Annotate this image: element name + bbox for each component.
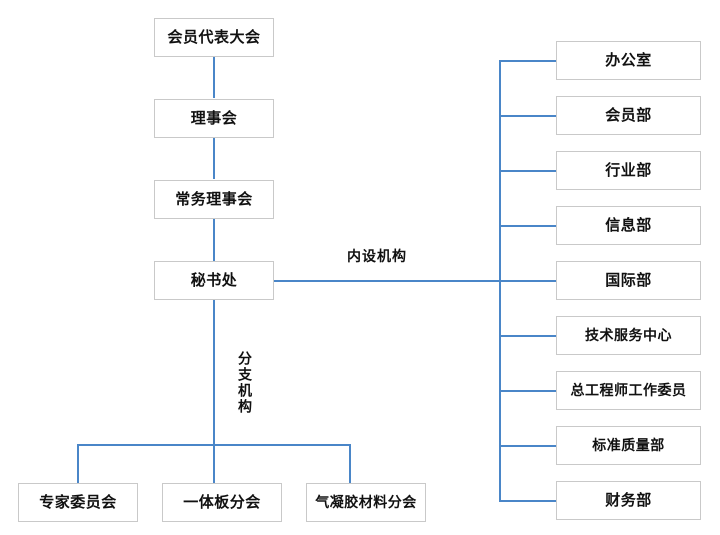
node-label: 总工程师工作委员: [570, 382, 687, 399]
connector-secretariat-to-branch-bus: [213, 300, 215, 445]
node-secretariat[interactable]: 秘书处: [154, 261, 274, 300]
node-label: 一体板分会: [183, 493, 261, 511]
node-label: 气凝胶材料分会: [315, 494, 417, 511]
connector-trunk-to-industry-dept: [499, 170, 557, 172]
edge-label-internal-departments: 内设机构: [343, 246, 411, 266]
node-member-assembly[interactable]: 会员代表大会: [154, 18, 274, 57]
connector-trunk-to-chief-engineer-committee: [499, 390, 557, 392]
node-information-dept[interactable]: 信息部: [556, 206, 701, 245]
connector-trunk-to-tech-service-center: [499, 335, 557, 337]
connector-trunk-to-information-dept: [499, 225, 557, 227]
node-finance-dept[interactable]: 财务部: [556, 481, 701, 520]
edge-label-branch-organizations: 分支机构: [236, 347, 252, 419]
connector-trunk-to-international-dept: [499, 280, 557, 282]
connector-trunk-to-finance-dept: [499, 500, 557, 502]
node-label: 秘书处: [190, 271, 238, 289]
node-label: 会员代表大会: [167, 28, 261, 46]
node-label: 行业部: [605, 161, 652, 179]
node-tech-service-center[interactable]: 技术服务中心: [556, 316, 701, 355]
node-label: 理事会: [190, 109, 238, 127]
node-label: 技术服务中心: [585, 327, 672, 344]
node-label: 专家委员会: [39, 493, 117, 511]
node-aerogel-material-branch[interactable]: 气凝胶材料分会: [306, 483, 426, 522]
node-label: 办公室: [605, 51, 652, 69]
connector-assembly-to-council: [213, 57, 215, 98]
connector-bus-to-expert-committee: [77, 444, 79, 483]
connector-bus-to-integrated-board-branch: [213, 444, 215, 483]
node-chief-engineer-committee[interactable]: 总工程师工作委员: [556, 371, 701, 410]
connector-council-to-standing-council: [213, 138, 215, 179]
node-label: 常务理事会: [175, 190, 253, 208]
node-label: 国际部: [605, 271, 652, 289]
node-standard-quality-dept[interactable]: 标准质量部: [556, 426, 701, 465]
connector-trunk-to-membership-dept: [499, 115, 557, 117]
node-standing-council[interactable]: 常务理事会: [154, 180, 274, 219]
node-label: 信息部: [605, 216, 652, 234]
connector-secretariat-to-internal-trunk: [274, 280, 501, 282]
node-label: 会员部: [605, 106, 652, 124]
node-expert-committee[interactable]: 专家委员会: [18, 483, 138, 522]
connector-trunk-to-office: [499, 60, 557, 62]
node-office[interactable]: 办公室: [556, 41, 701, 80]
node-label: 标准质量部: [592, 437, 665, 454]
connector-standing-council-to-secretariat: [213, 219, 215, 261]
node-label: 财务部: [605, 491, 652, 509]
node-industry-dept[interactable]: 行业部: [556, 151, 701, 190]
node-international-dept[interactable]: 国际部: [556, 261, 701, 300]
node-integrated-board-branch[interactable]: 一体板分会: [162, 483, 282, 522]
connector-bus-to-aerogel-material-branch: [349, 444, 351, 483]
connector-trunk-to-standard-quality-dept: [499, 445, 557, 447]
node-council[interactable]: 理事会: [154, 99, 274, 138]
node-membership-dept[interactable]: 会员部: [556, 96, 701, 135]
